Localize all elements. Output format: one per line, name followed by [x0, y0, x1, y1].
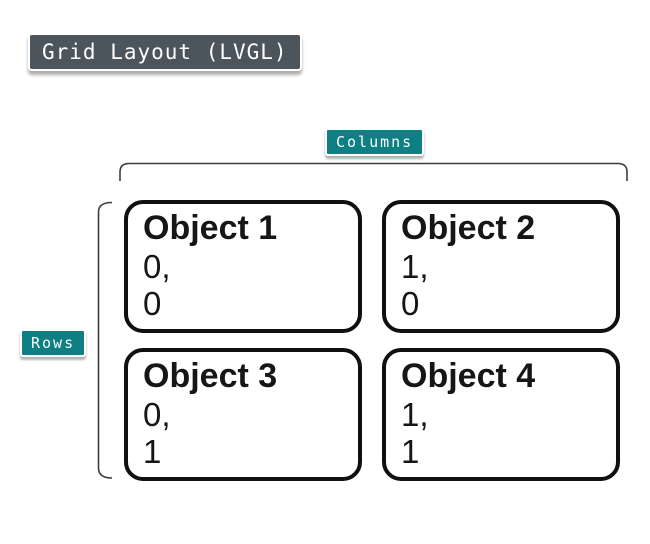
cell-row-value: 1 [401, 433, 420, 470]
columns-bracket [119, 162, 628, 181]
cell-col-value: 1, [401, 396, 429, 433]
rows-label-badge: Rows [20, 329, 87, 357]
cell-title: Object 1 [143, 209, 278, 247]
columns-label-badge: Columns [325, 128, 425, 156]
grid-cell-object-3: Object 3 0, 1 [124, 348, 362, 481]
cell-title: Object 3 [143, 357, 278, 395]
grid-cell-object-4: Object 4 1, 1 [382, 348, 620, 481]
cell-col-value: 0, [143, 396, 171, 433]
cell-col-value: 0, [143, 248, 171, 285]
rows-bracket [97, 201, 113, 479]
grid-cell-object-1: Object 1 0, 0 [124, 200, 362, 333]
diagram-title-badge: Grid Layout (LVGL) [28, 33, 302, 71]
cell-col-value: 1, [401, 248, 429, 285]
cell-row-value: 0 [401, 285, 420, 322]
cell-title: Object 4 [401, 357, 536, 395]
cell-row-value: 0 [143, 285, 162, 322]
grid-cell-object-2: Object 2 1, 0 [382, 200, 620, 333]
cell-row-value: 1 [143, 433, 162, 470]
cell-title: Object 2 [401, 209, 536, 247]
